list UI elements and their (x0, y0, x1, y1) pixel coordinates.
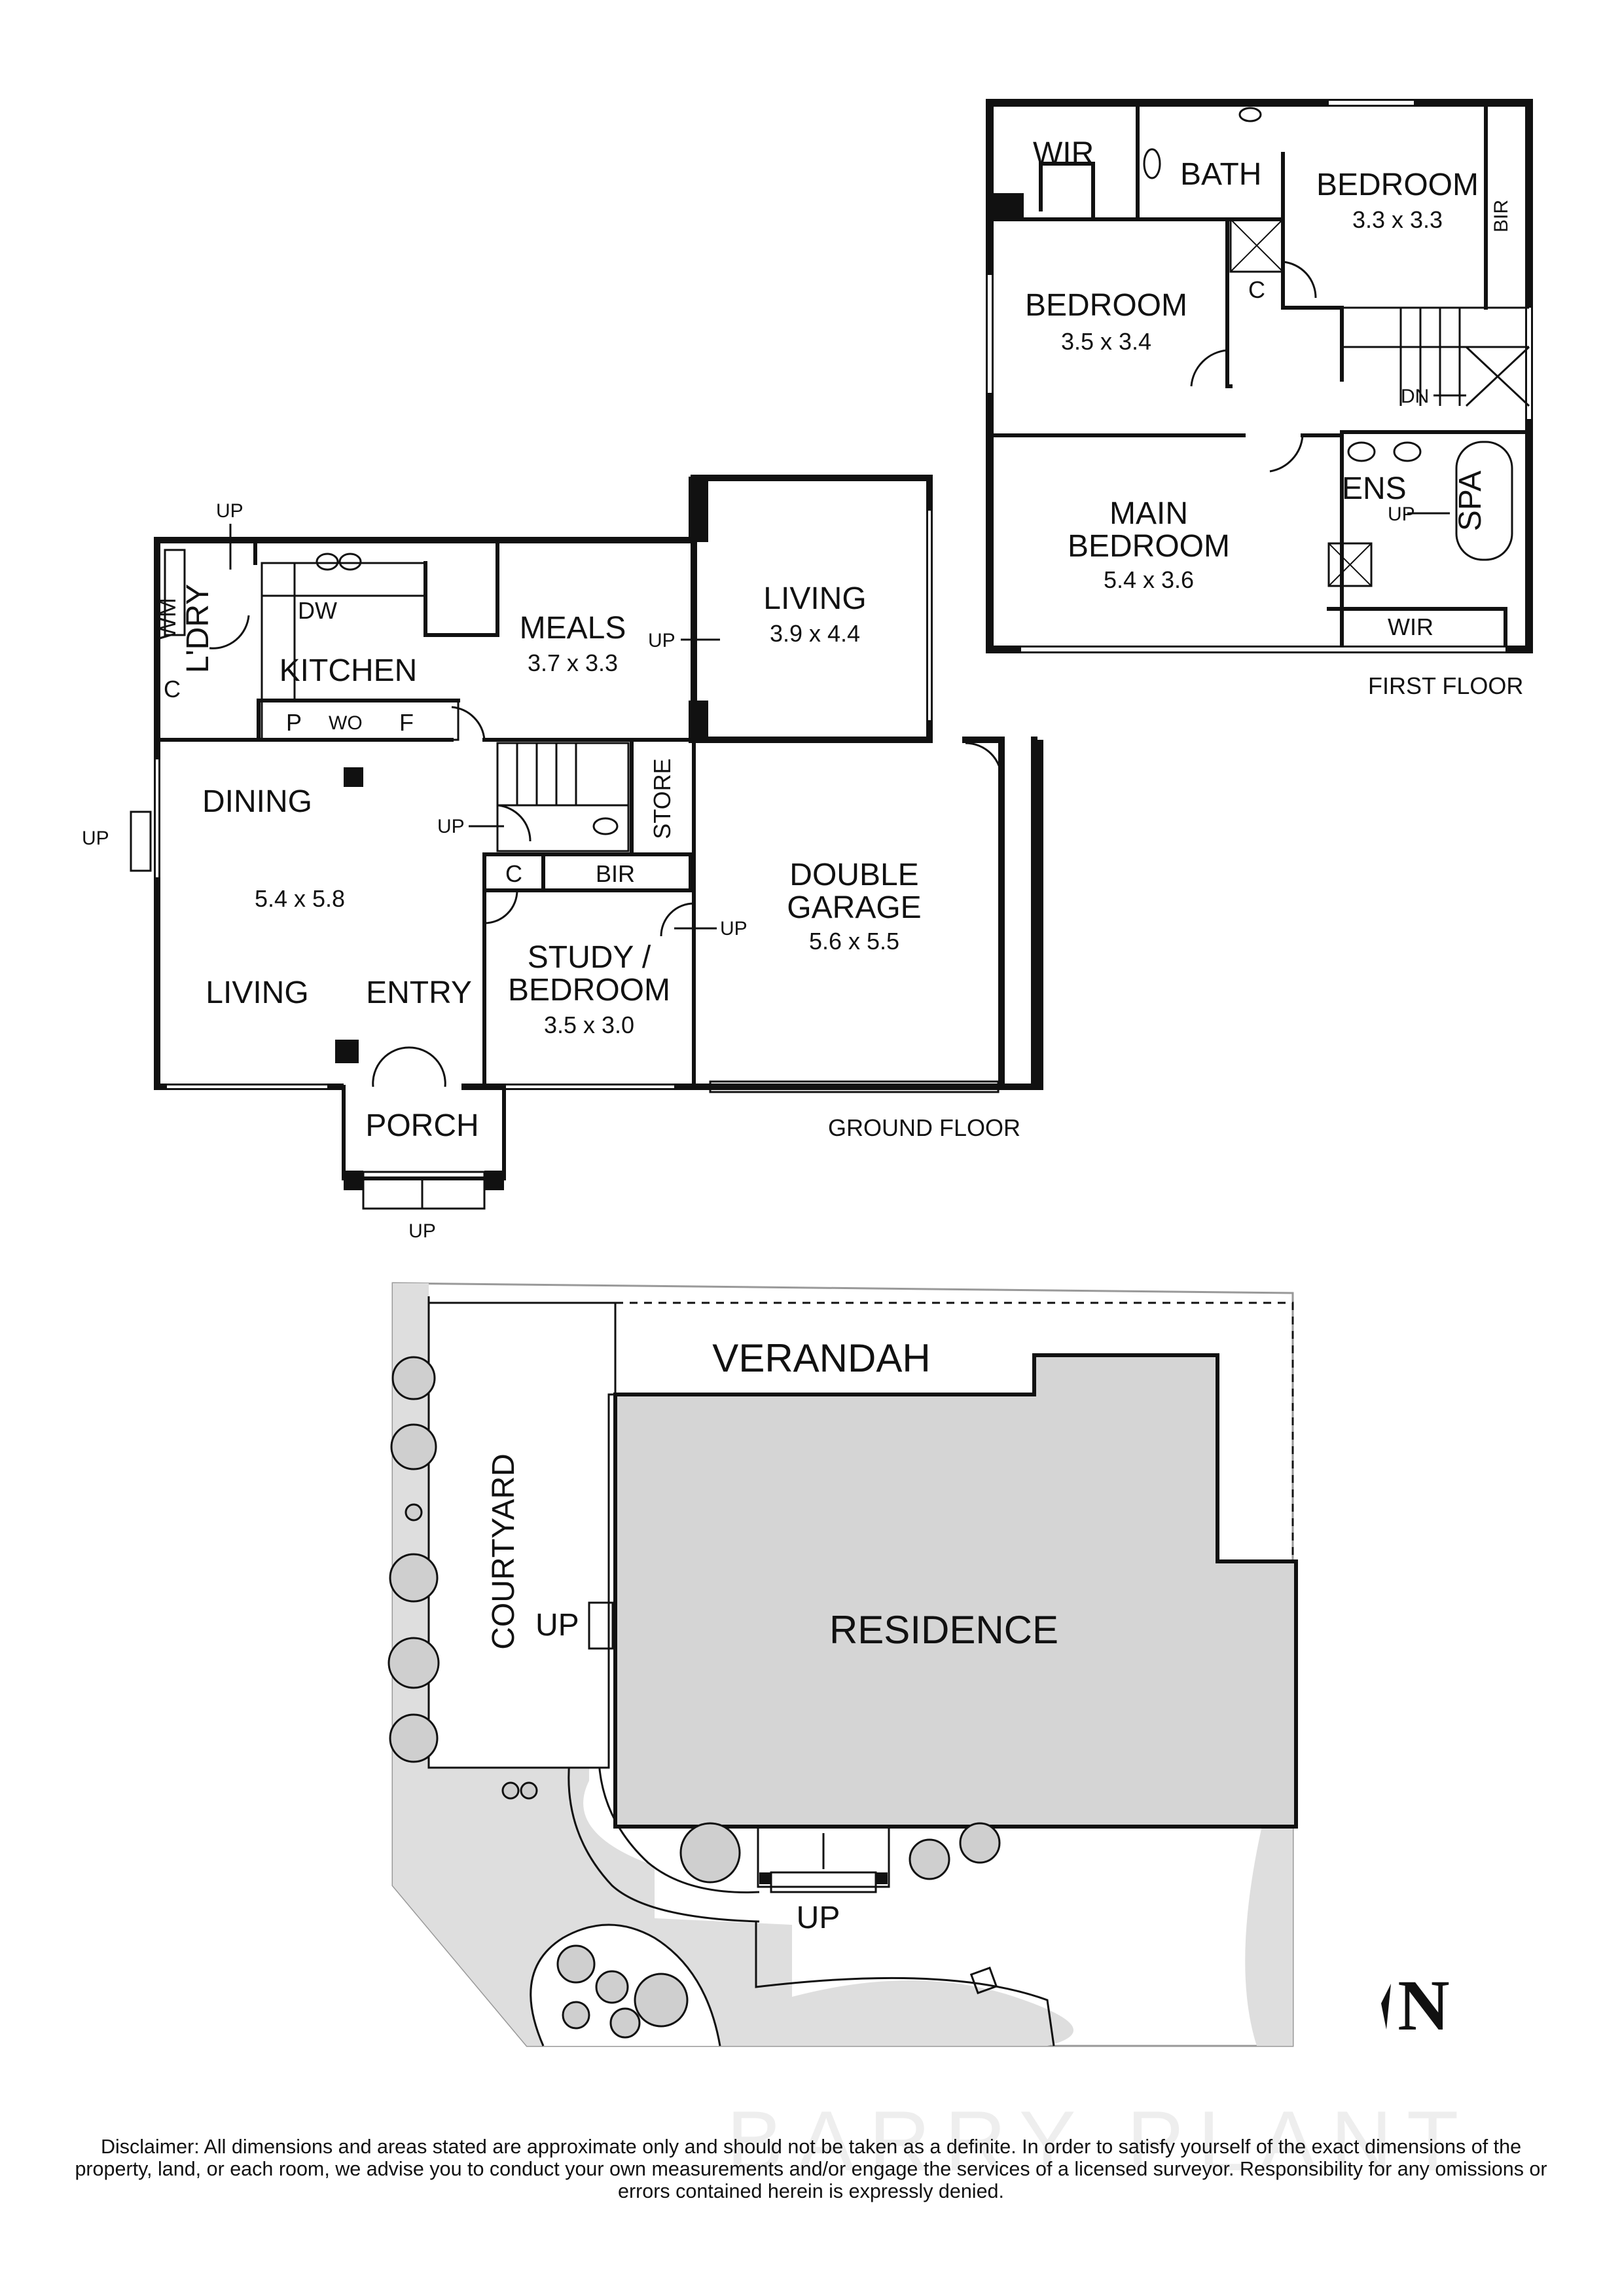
ff-spa-label: SPA (1453, 471, 1488, 531)
gf-living-size: 3.9 x 4.4 (770, 620, 860, 647)
gf-meals-label: MEALS (520, 611, 626, 646)
gf-living-label: LIVING (763, 581, 866, 616)
ff-room-bedroom2-label: BEDROOM (1025, 288, 1187, 323)
gf-meals-size: 3.7 x 3.3 (528, 649, 618, 676)
gf-laundry-label: L'DRY (181, 584, 215, 673)
gf-porch-label: PORCH (365, 1108, 478, 1143)
ff-main-bedroom-label: MAIN (1109, 496, 1188, 531)
ff-room-ens-label: ENS (1342, 471, 1407, 506)
gf-meals-up-label: UP (648, 630, 676, 651)
ff-main-bedroom-label-2: BEDROOM (1068, 529, 1230, 564)
first-floor-plan: WIR BATH BEDROOM 3.3 x 3.3 BIR C BEDROOM… (986, 99, 1533, 699)
gf-study-label-2: BEDROOM (508, 973, 670, 1008)
ff-room-bedroom2-size: 3.5 x 3.4 (1061, 328, 1151, 355)
residence-footprint (613, 1353, 1298, 1829)
gf-wall-oven-label: WO (329, 712, 363, 734)
gf-living2-label: LIVING (206, 975, 308, 1010)
gf-entry-label: ENTRY (366, 975, 472, 1010)
gf-dishwasher-label: DW (298, 597, 337, 624)
ff-room-bath-label: BATH (1180, 157, 1261, 192)
north-label: N (1397, 1965, 1449, 2045)
gf-store-label: STORE (649, 758, 676, 839)
front-garden-trees (556, 1822, 1001, 2039)
gf-kitchen-label: KITCHEN (279, 653, 418, 688)
gf-dining-size: 5.4 x 5.8 (255, 885, 345, 912)
first-floor-title: FIRST FLOOR (1368, 672, 1523, 699)
gf-garage-up-label: UP (720, 918, 748, 939)
ff-room-bedroom-size: 3.3 x 3.3 (1352, 206, 1443, 233)
site-side-up-label: UP (535, 1608, 579, 1643)
site-plan: VERANDAH COURTYARD RESIDENCE UP UP N (387, 1282, 1450, 2047)
courtyard-trees (387, 1356, 538, 1800)
gf-wm-label: WM (154, 598, 181, 640)
ff-bir-label: BIR (1490, 200, 1512, 232)
site-residence-label: RESIDENCE (829, 1608, 1058, 1652)
brand-watermark: BARRY PLANT (727, 2093, 1473, 2189)
north-arrow-icon (1381, 1984, 1391, 2030)
gf-cupboard2-label: C (505, 860, 522, 887)
site-courtyard-label: COURTYARD (486, 1453, 521, 1650)
site-verandah-label: VERANDAH (712, 1336, 930, 1380)
ground-floor-plan: UP WM L'DRY DW KITCHEN C P WO F MEALS 3.… (82, 475, 1043, 1242)
gf-cupboard-label: C (164, 676, 181, 702)
gf-dining-label: DINING (202, 784, 312, 819)
gf-side-up-label: UP (82, 828, 109, 849)
site-front-up-label: UP (797, 1901, 840, 1935)
ground-floor-title: GROUND FLOOR (828, 1114, 1020, 1141)
gf-study-label: STUDY / (528, 940, 651, 975)
ff-room-bedroom-label: BEDROOM (1316, 168, 1479, 202)
ff-stairs-down-label: DN (1401, 386, 1429, 407)
gf-pantry-label: P (286, 709, 302, 736)
gf-laundry-up-label: UP (216, 500, 243, 522)
ff-ens-wir-label: WIR (1388, 613, 1433, 640)
gf-porch-up-label: UP (408, 1220, 436, 1242)
gf-bir-label: BIR (596, 860, 635, 887)
gf-garage-label-2: GARAGE (787, 890, 921, 925)
ff-room-wir-label: WIR (1033, 136, 1094, 171)
gf-stairs-up-label: UP (437, 816, 465, 837)
disclaimer-text: Disclaimer: All dimensions and areas sta… (75, 2136, 1547, 2202)
ff-main-bedroom-size: 5.4 x 3.6 (1104, 566, 1194, 593)
gf-fridge-label: F (399, 709, 414, 736)
gf-study-size: 3.5 x 3.0 (544, 1011, 634, 1038)
ff-cupboard-label: C (1248, 276, 1265, 303)
gf-garage-size: 5.6 x 5.5 (809, 928, 899, 955)
gf-garage-label: DOUBLE (789, 858, 918, 892)
